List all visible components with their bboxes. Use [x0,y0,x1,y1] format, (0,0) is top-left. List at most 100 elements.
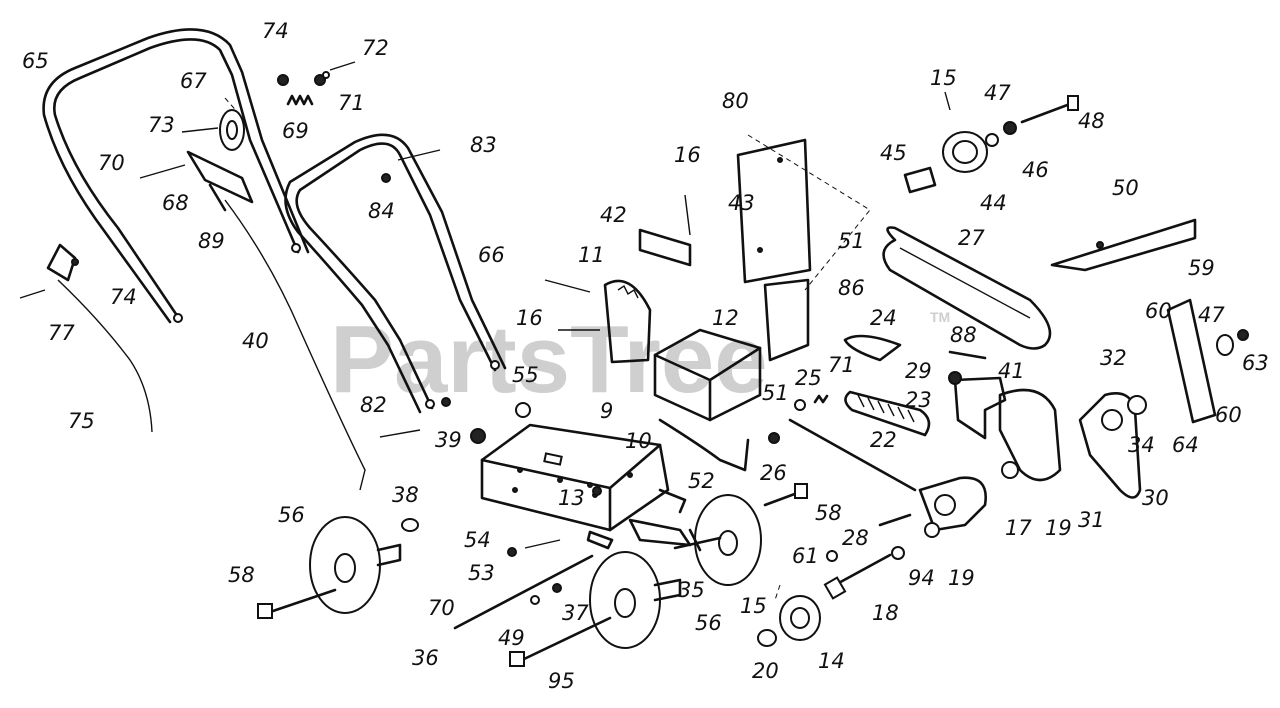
part-label-12[interactable]: 12 [712,306,739,330]
part-label-58b[interactable]: 58 [228,563,255,587]
part-labels: 65 74 72 67 71 69 73 70 68 89 83 84 66 7… [22,19,1269,693]
part-label-24[interactable]: 24 [870,306,897,330]
part-label-32[interactable]: 32 [1100,346,1127,370]
pulley-drawing [903,91,1079,194]
control-cable-drawing [19,199,366,491]
part-label-38[interactable]: 38 [392,483,419,507]
part-label-15[interactable]: 15 [930,66,957,90]
part-label-59[interactable]: 59 [1188,256,1215,280]
part-label-19b[interactable]: 19 [948,566,975,590]
part-label-56b[interactable]: 56 [695,611,722,635]
part-label-95[interactable]: 95 [548,669,575,693]
blade-drawing [1050,218,1249,424]
part-label-60[interactable]: 60 [1145,299,1172,323]
part-label-52[interactable]: 52 [688,469,715,493]
part-label-16[interactable]: 16 [674,143,701,167]
spring-nuts-drawing [277,61,356,106]
part-label-74b[interactable]: 74 [110,285,137,309]
part-label-72[interactable]: 72 [362,36,389,60]
part-label-51b[interactable]: 51 [762,381,789,405]
part-label-60b[interactable]: 60 [1215,403,1242,427]
part-label-31[interactable]: 31 [1078,508,1105,532]
part-label-34[interactable]: 34 [1128,433,1155,457]
brackets-drawing [544,134,871,472]
watermark-text: PartsTree [330,306,768,413]
part-label-36[interactable]: 36 [412,646,439,670]
part-label-41[interactable]: 41 [998,359,1025,383]
part-label-63[interactable]: 63 [1242,351,1269,375]
housing-drawing [953,376,1147,499]
part-label-20[interactable]: 20 [752,659,779,683]
part-label-51[interactable]: 51 [838,229,865,253]
part-label-17[interactable]: 17 [1005,516,1032,540]
part-label-14[interactable]: 14 [818,649,845,673]
part-label-83[interactable]: 83 [470,133,497,157]
part-label-26[interactable]: 26 [760,461,787,485]
part-label-53[interactable]: 53 [468,561,495,585]
part-label-29[interactable]: 29 [905,359,932,383]
part-label-88[interactable]: 88 [950,323,977,347]
part-label-44[interactable]: 44 [980,191,1007,215]
part-label-42[interactable]: 42 [600,203,627,227]
part-label-47[interactable]: 47 [984,81,1011,105]
bolts-drawing [257,402,808,667]
part-label-55[interactable]: 55 [512,363,539,387]
part-label-58[interactable]: 58 [815,501,842,525]
part-label-13[interactable]: 13 [558,486,585,510]
part-label-89[interactable]: 89 [198,229,225,253]
part-label-50[interactable]: 50 [1112,176,1139,200]
part-label-56[interactable]: 56 [278,503,305,527]
part-label-18[interactable]: 18 [872,601,899,625]
part-label-40[interactable]: 40 [242,329,269,353]
shaft-drawing [768,334,987,492]
part-label-67[interactable]: 67 [180,69,207,93]
part-label-48[interactable]: 48 [1078,109,1105,133]
upper-handle-drawing [42,28,310,324]
part-label-73[interactable]: 73 [148,113,175,137]
part-label-25[interactable]: 25 [795,366,822,390]
part-label-43[interactable]: 43 [728,191,755,215]
lower-handle-drawing [284,133,507,414]
part-label-71b[interactable]: 71 [828,353,855,377]
part-label-11[interactable]: 11 [578,243,605,267]
part-label-75[interactable]: 75 [68,409,95,433]
part-label-77[interactable]: 77 [48,321,75,345]
part-label-15b[interactable]: 15 [740,594,767,618]
part-label-68[interactable]: 68 [162,191,189,215]
part-label-46[interactable]: 46 [1022,158,1049,182]
part-label-47b[interactable]: 47 [1198,303,1225,327]
part-label-35[interactable]: 35 [678,578,705,602]
part-label-80[interactable]: 80 [722,89,749,113]
part-label-54[interactable]: 54 [464,528,491,552]
part-label-16b[interactable]: 16 [516,306,543,330]
part-label-61[interactable]: 61 [792,544,819,568]
part-label-28[interactable]: 28 [842,526,869,550]
part-label-65[interactable]: 65 [22,49,49,73]
watermark-tm: TM [930,309,950,325]
part-label-71[interactable]: 71 [338,91,365,115]
part-label-70b[interactable]: 70 [428,596,455,620]
part-label-82[interactable]: 82 [360,393,387,417]
part-label-27[interactable]: 27 [958,226,985,250]
deck-drawing [480,423,692,550]
part-label-23[interactable]: 23 [905,388,932,412]
part-label-30[interactable]: 30 [1142,486,1169,510]
part-label-9[interactable]: 9 [600,399,613,423]
part-label-22[interactable]: 22 [870,428,897,452]
part-label-45[interactable]: 45 [880,141,907,165]
part-label-84[interactable]: 84 [368,199,395,223]
part-label-10[interactable]: 10 [625,429,652,453]
part-label-74[interactable]: 74 [262,19,289,43]
part-label-19[interactable]: 19 [1045,516,1072,540]
part-label-94[interactable]: 94 [908,566,935,590]
part-label-66[interactable]: 66 [478,243,505,267]
gearbox-drawing [823,476,988,600]
part-label-64[interactable]: 64 [1172,433,1199,457]
part-label-86[interactable]: 86 [838,276,865,300]
part-label-70[interactable]: 70 [98,151,125,175]
part-label-49[interactable]: 49 [498,626,525,650]
part-label-37[interactable]: 37 [562,601,589,625]
part-label-39[interactable]: 39 [435,428,462,452]
part-label-69[interactable]: 69 [282,119,309,143]
